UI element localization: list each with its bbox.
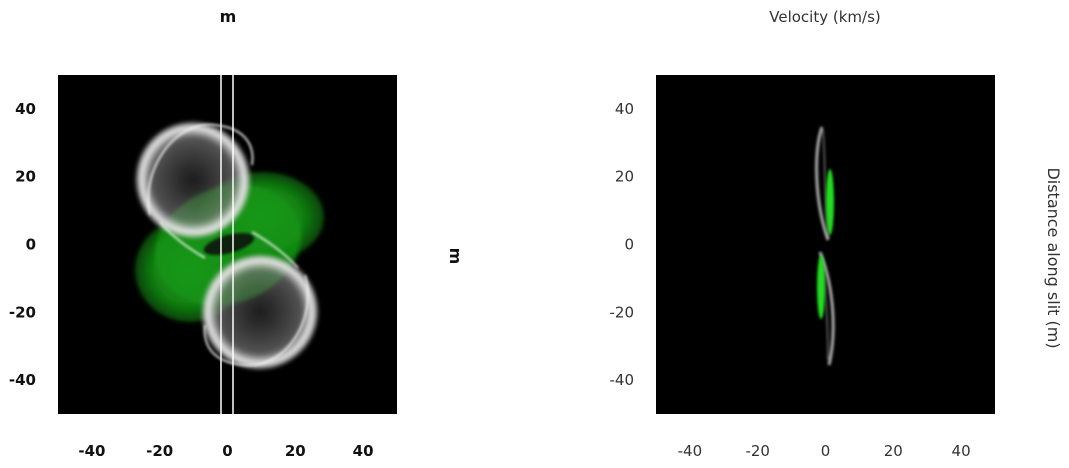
panel-left-y-ticks: 40 20 0 -20 -40 [9, 100, 36, 389]
rim-inner-a [159, 221, 206, 259]
y-tick-label: 20 [15, 168, 36, 186]
x-tick-label: 20 [884, 442, 903, 460]
pv-shell-lower [818, 251, 835, 366]
rim-left [147, 123, 254, 216]
panel-right-title: Velocity (km/s) [769, 8, 880, 26]
y-tick-label: -20 [610, 303, 635, 321]
y-tick-label: 20 [615, 168, 634, 186]
y-tick-label: -20 [9, 303, 36, 321]
panel-right-image [815, 126, 835, 366]
y-tick-label: -40 [9, 371, 36, 389]
x-tick-label: 0 [821, 442, 831, 460]
y-tick-label: 40 [15, 100, 36, 118]
panel-left-title: m [220, 7, 237, 26]
panel-right-x-ticks: -40 -20 0 20 40 [678, 442, 971, 460]
panel-left-ylabel: m [446, 248, 465, 265]
rim-inner-b [251, 231, 299, 269]
panel-right-y-ticks: 40 20 0 -20 -40 [610, 100, 635, 389]
panel-right: Velocity (km/s) -40 -20 0 20 40 40 20 0 -20 -40 [610, 8, 995, 460]
central-waist [203, 233, 255, 255]
y-tick-label: 0 [26, 236, 36, 254]
shell-lower [202, 254, 318, 370]
x-tick-label: 40 [353, 442, 374, 460]
x-tick-label: 20 [285, 442, 306, 460]
x-tick-label: -40 [678, 442, 703, 460]
rim-right [203, 274, 309, 367]
panel-left: m [9, 7, 397, 460]
y-tick-label: -40 [610, 371, 635, 389]
y-tick-label: 0 [624, 236, 634, 254]
panel-left-image [135, 75, 324, 414]
pv-shell-upper [815, 126, 830, 241]
x-tick-label: -40 [78, 442, 105, 460]
x-tick-label: 40 [952, 442, 971, 460]
x-tick-label: 0 [222, 442, 232, 460]
panel-left-x-ticks: -40 -20 0 20 40 [78, 442, 373, 460]
x-tick-label: -20 [146, 442, 173, 460]
pv-emission-upper [826, 169, 834, 235]
panel-right-plot-area [656, 75, 995, 414]
y-tick-label: 40 [615, 100, 634, 118]
panel-right-ylabel: Distance along slit (m) [1044, 167, 1063, 348]
x-tick-label: -20 [745, 442, 770, 460]
pv-emission-lower [817, 255, 825, 319]
